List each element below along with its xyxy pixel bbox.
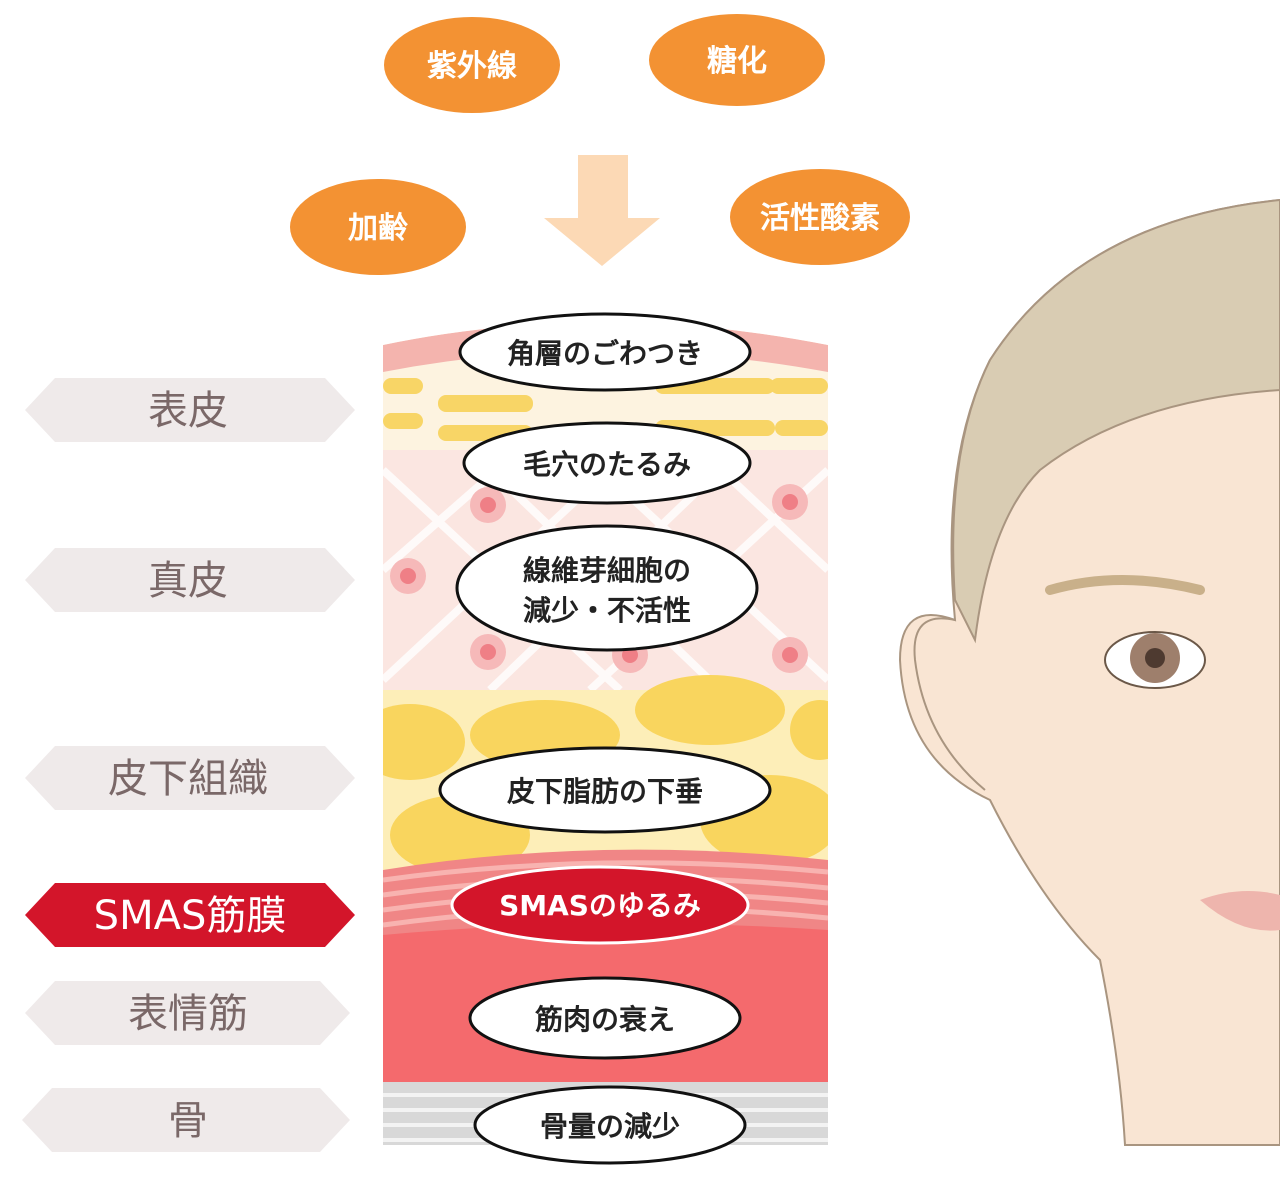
- layer-label-subcutaneous: 皮下組織: [25, 746, 355, 810]
- effect-pores: 毛穴のたるみ: [462, 421, 752, 505]
- down-arrow-icon: [544, 155, 660, 266]
- layer-label-text: 表情筋: [128, 991, 248, 1037]
- layer-label-facial-muscle: 表情筋: [25, 981, 350, 1045]
- layer-label-bone: 骨: [22, 1088, 350, 1152]
- cause-active-oxygen: 活性酸素: [730, 169, 910, 265]
- face-illustration: [898, 198, 1280, 1146]
- effect-stratum-corneum: 角層のごわつき: [458, 312, 752, 392]
- layer-label-text: 骨: [168, 1098, 208, 1144]
- effect-label: 毛穴のたるみ: [523, 448, 691, 481]
- layer-label-dermis: 真皮: [25, 548, 355, 612]
- cause-uv: 紫外線: [384, 17, 560, 113]
- layer-label-text: 真皮: [148, 558, 228, 604]
- effect-fibroblast: 線維芽細胞の 減少・不活性: [455, 524, 759, 652]
- cause-aging: 加齢: [290, 179, 466, 275]
- layer-label-smas: SMAS筋膜: [25, 883, 355, 947]
- effect-bone: 骨量の減少: [473, 1085, 747, 1165]
- cause-label: 紫外線: [427, 49, 517, 84]
- effect-label: 線維芽細胞の: [523, 554, 691, 587]
- effect-label: 角層のごわつき: [507, 337, 703, 370]
- layer-label-text: SMAS筋膜: [94, 893, 287, 939]
- layer-label-epidermis: 表皮: [25, 378, 355, 442]
- layer-label-text: 表皮: [148, 388, 228, 434]
- effect-muscle: 筋肉の衰え: [468, 976, 742, 1060]
- cause-glycation: 糖化: [649, 14, 825, 106]
- effect-smas: SMASのゆるみ: [450, 865, 750, 945]
- cause-label: 活性酸素: [760, 201, 880, 236]
- effect-label: 減少・不活性: [523, 594, 691, 627]
- effect-label: SMASのゆるみ: [499, 889, 701, 922]
- cause-label: 加齢: [348, 211, 408, 246]
- effect-label: 皮下脂肪の下垂: [507, 775, 703, 808]
- effect-subcutaneous-fat: 皮下脂肪の下垂: [438, 746, 772, 834]
- effect-label: 筋肉の衰え: [535, 1003, 675, 1036]
- effect-label: 骨量の減少: [540, 1110, 680, 1143]
- cause-label: 糖化: [707, 44, 767, 79]
- layer-label-text: 皮下組織: [108, 756, 268, 802]
